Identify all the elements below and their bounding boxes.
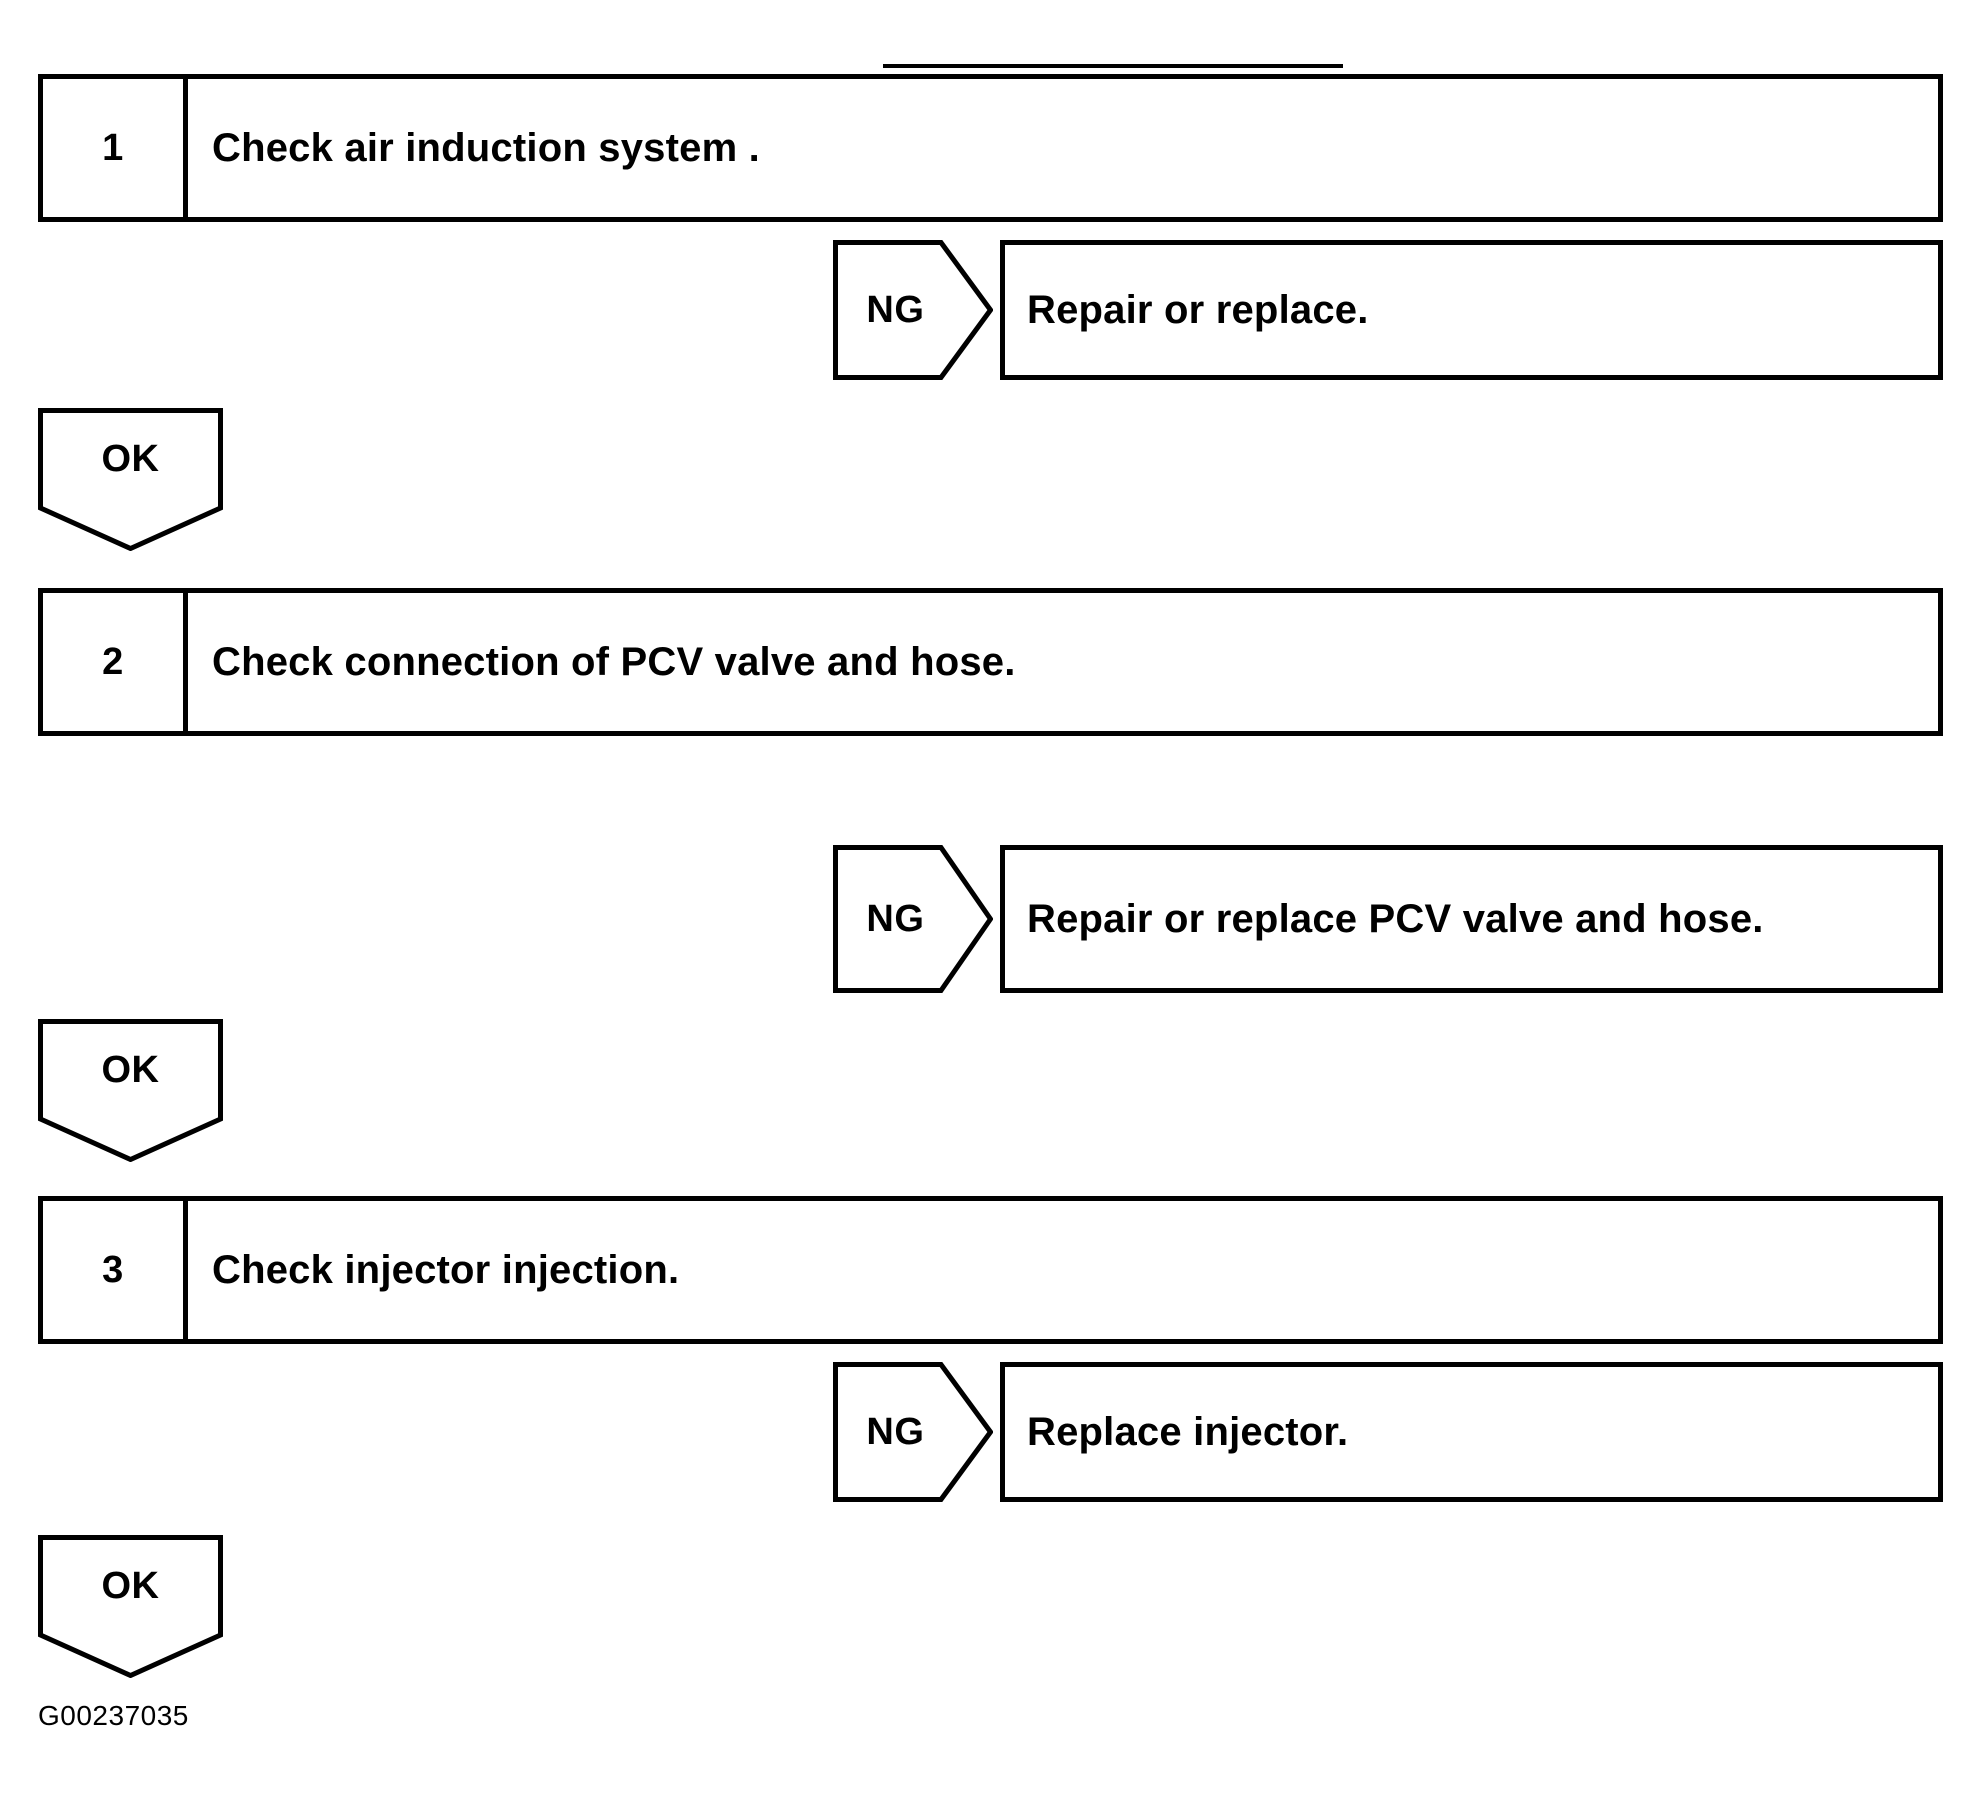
- ok-marker-2: OK: [38, 1019, 223, 1162]
- step-text-2: Check connection of PCV valve and hose.: [212, 639, 1016, 684]
- ok-marker-label-1: OK: [101, 437, 160, 480]
- ok-marker-3: OK: [38, 1535, 223, 1678]
- step-box-1: 1 Check air induction system .: [38, 74, 1943, 222]
- ok-marker-label-2: OK: [101, 1048, 160, 1091]
- step-number-2: 2: [43, 593, 188, 731]
- step-text-3: Check injector injection.: [212, 1247, 680, 1292]
- step-box-2: 2 Check connection of PCV valve and hose…: [38, 588, 1943, 736]
- step-text-1: Check air induction system .: [212, 125, 760, 170]
- ng-result-box-3: Replace injector.: [1000, 1362, 1943, 1502]
- ok-marker-1: OK: [38, 408, 223, 551]
- ok-marker-label-3: OK: [101, 1564, 160, 1607]
- step-number-1: 1: [43, 79, 188, 217]
- ng-result-box-1: Repair or replace.: [1000, 240, 1943, 380]
- step-number-3: 3: [43, 1201, 188, 1339]
- ng-marker-1: NG: [833, 240, 993, 380]
- ng-marker-label-3: NG: [866, 1410, 925, 1453]
- ng-marker-label-2: NG: [866, 897, 925, 940]
- ng-result-box-2: Repair or replace PCV valve and hose.: [1000, 845, 1943, 993]
- ng-marker-3: NG: [833, 1362, 993, 1502]
- step-box-3: 3 Check injector injection.: [38, 1196, 1943, 1344]
- page-trim-rule: [883, 64, 1343, 68]
- figure-id-label: G00237035: [38, 1700, 189, 1731]
- ng-marker-2: NG: [833, 845, 993, 993]
- ng-marker-label-1: NG: [866, 288, 925, 331]
